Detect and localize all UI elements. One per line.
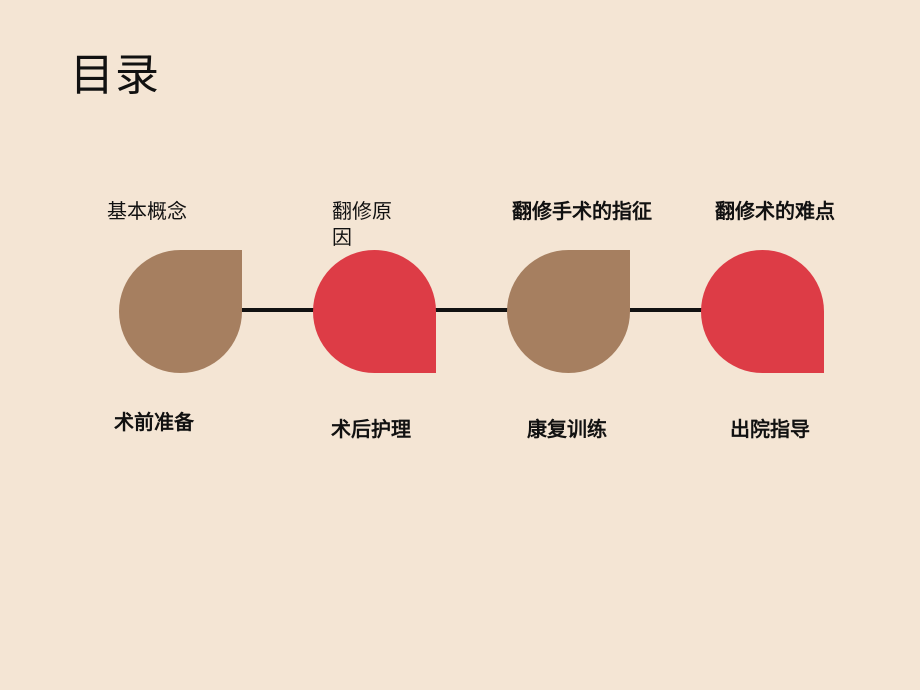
timeline-node-3 <box>507 250 630 373</box>
timeline-node-1 <box>119 250 242 373</box>
top-label-3: 翻修手术的指征 <box>512 199 652 223</box>
top-label-4: 翻修术的难点 <box>715 199 835 223</box>
bottom-label-3: 康复训练 <box>527 417 607 441</box>
timeline-node-4 <box>701 250 824 373</box>
slide-title: 目录 <box>70 50 160 101</box>
timeline-node-2 <box>313 250 436 373</box>
top-label-2: 翻修原因 <box>332 199 392 249</box>
bottom-label-1: 术前准备 <box>114 410 194 434</box>
top-label-1: 基本概念 <box>107 199 187 223</box>
bottom-label-4: 出院指导 <box>730 417 810 441</box>
bottom-label-2: 术后护理 <box>331 417 411 441</box>
timeline-connector-line <box>240 308 710 312</box>
